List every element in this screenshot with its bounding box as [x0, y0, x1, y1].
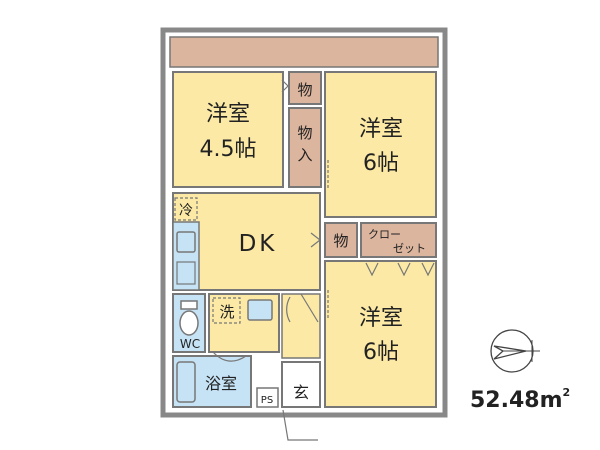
storage-closet: [360, 222, 437, 258]
washer-box: [212, 297, 241, 324]
storage-label-closet-vertical-2: 入: [297, 146, 312, 164]
compass-north-icon: [490, 329, 540, 373]
door-swing: [310, 232, 321, 248]
room-western-right-top: [324, 71, 437, 218]
door-swing: [286, 296, 291, 323]
room-label-bath: 浴室: [205, 374, 237, 393]
stove-icon: [176, 261, 196, 285]
room-western-right-bottom: [324, 260, 437, 408]
floor-area-value: 52.48: [470, 388, 540, 413]
storage-small-top: [288, 71, 322, 105]
room-label-western-4-5-line2: 4.5帖: [200, 137, 257, 162]
toilet-tank-icon: [180, 300, 198, 310]
wash-basin-icon: [247, 299, 273, 321]
room-label-western-right-top-line2: 6帖: [363, 151, 399, 176]
closet-door-marks: [365, 262, 435, 277]
room-label-dk: DK: [239, 231, 278, 257]
room-label-western-right-bottom-line1: 洋室: [359, 306, 403, 331]
balcony: [169, 36, 439, 68]
floor-area: 52.48m2: [470, 386, 571, 413]
storage-label-closet-vertical-1: 物: [297, 124, 312, 142]
room-label-western-right-top-line1: 洋室: [359, 117, 403, 142]
ps-box: [256, 387, 279, 408]
hallway: [281, 293, 321, 359]
room-label-wc: WC: [180, 337, 200, 351]
door-swing: [281, 79, 289, 93]
door-swing: [300, 293, 319, 323]
fridge-box: [174, 197, 198, 221]
room-label-western-4-5-line1: 洋室: [206, 102, 250, 127]
storage-label-dk: 物: [333, 232, 348, 250]
storage-closet-vertical: [288, 107, 322, 188]
door-swing: [282, 409, 318, 441]
room-western-4-5: [172, 71, 284, 188]
fixture-label-fridge: 冷: [179, 203, 193, 219]
room-label-ps: PS: [261, 395, 273, 406]
storage-dk: [324, 222, 358, 258]
door-swing: [212, 351, 247, 362]
floor-area-unit-sup: 2: [562, 386, 571, 399]
storage-label-small-top: 物: [297, 81, 312, 99]
room-label-western-right-bottom-line2: 6帖: [363, 340, 399, 365]
toilet-icon: [179, 310, 199, 336]
storage-label-closet-2: ゼット: [393, 242, 426, 255]
floor-area-unit: m: [539, 388, 563, 413]
storage-label-closet-1: クロー: [368, 228, 401, 241]
entrance: [281, 361, 321, 408]
fixture-label-washer: 洗: [219, 303, 234, 321]
room-label-entrance: 玄: [293, 383, 309, 402]
bathtub-icon: [176, 361, 196, 403]
sink-icon: [176, 231, 196, 253]
